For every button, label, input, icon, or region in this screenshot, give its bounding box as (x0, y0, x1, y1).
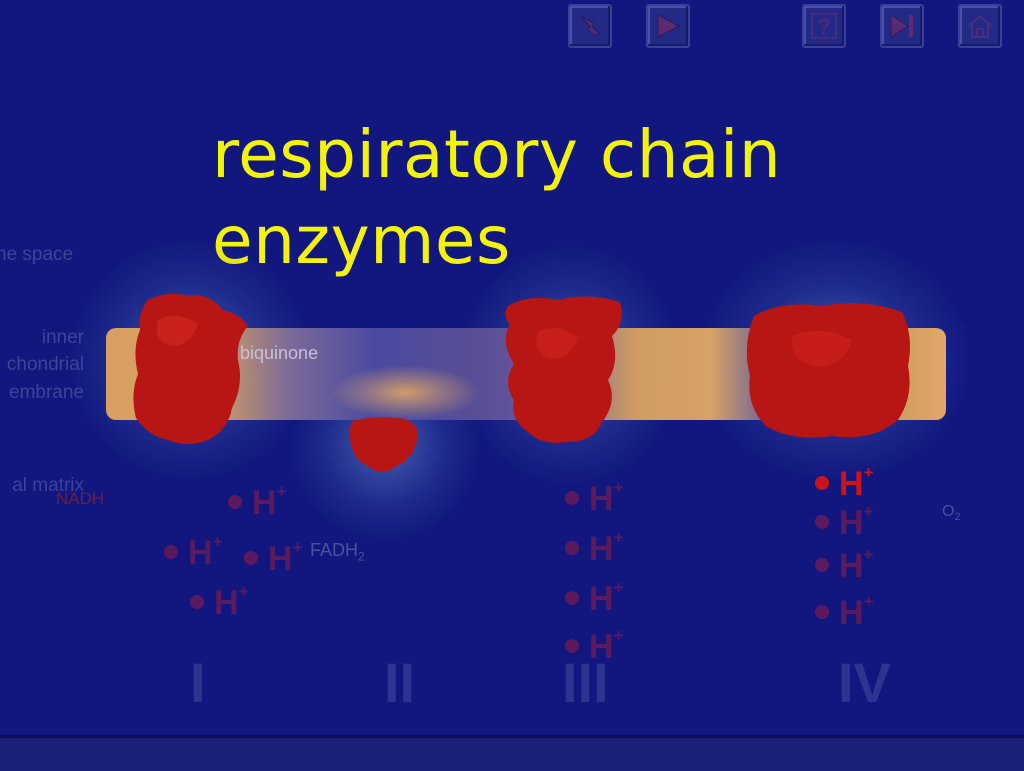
proton-active: H+ (815, 463, 874, 504)
proton: H+ (565, 478, 624, 519)
home-icon (968, 14, 992, 38)
fadh2-label: FADH2 (310, 540, 365, 564)
proton: H+ (565, 626, 624, 667)
bottom-bar (0, 735, 1024, 771)
proton: H+ (815, 592, 874, 633)
play-icon (657, 14, 681, 38)
svg-text:?: ? (817, 14, 830, 39)
pointer-hand-icon (581, 16, 600, 37)
complex-iv-enzyme (746, 303, 910, 438)
title-line-1: respiratory chain (212, 116, 782, 193)
proton: H+ (565, 528, 624, 569)
home-button[interactable] (958, 4, 1002, 48)
help-question-icon: ? (811, 13, 837, 39)
proton: H+ (815, 502, 874, 543)
skip-to-end-button[interactable] (880, 4, 924, 48)
complex-iii-enzyme (505, 296, 622, 443)
proton: H+ (228, 482, 287, 523)
complex-i-enzyme (133, 293, 248, 444)
help-button[interactable]: ? (802, 4, 846, 48)
intermembrane-space-label: ne space (0, 244, 74, 265)
skip-to-end-icon (890, 14, 913, 38)
matrix-label: al matrix (12, 475, 84, 496)
play-button[interactable] (646, 4, 690, 48)
proton: H+ (815, 545, 874, 586)
proton: H+ (190, 582, 249, 623)
complex-i-label: I (190, 651, 206, 714)
pointer-button[interactable] (568, 4, 612, 48)
ubiquinone-label: biquinone (240, 343, 319, 363)
proton: H+ (565, 578, 624, 619)
complex-ii-label: II (384, 651, 416, 714)
proton: H+ (244, 538, 303, 579)
membrane-label: embrane (9, 382, 84, 403)
complex-iv-label: IV (838, 651, 891, 714)
complex-iii-label: III (562, 651, 609, 714)
nadh-label: NADH (56, 489, 105, 508)
mitochondrial-label: chondrial (6, 354, 84, 375)
o2-label: O2 (942, 503, 961, 524)
complex-ii-enzyme (349, 417, 418, 472)
membrane-highlight (330, 365, 480, 420)
proton: H+ (164, 532, 223, 573)
